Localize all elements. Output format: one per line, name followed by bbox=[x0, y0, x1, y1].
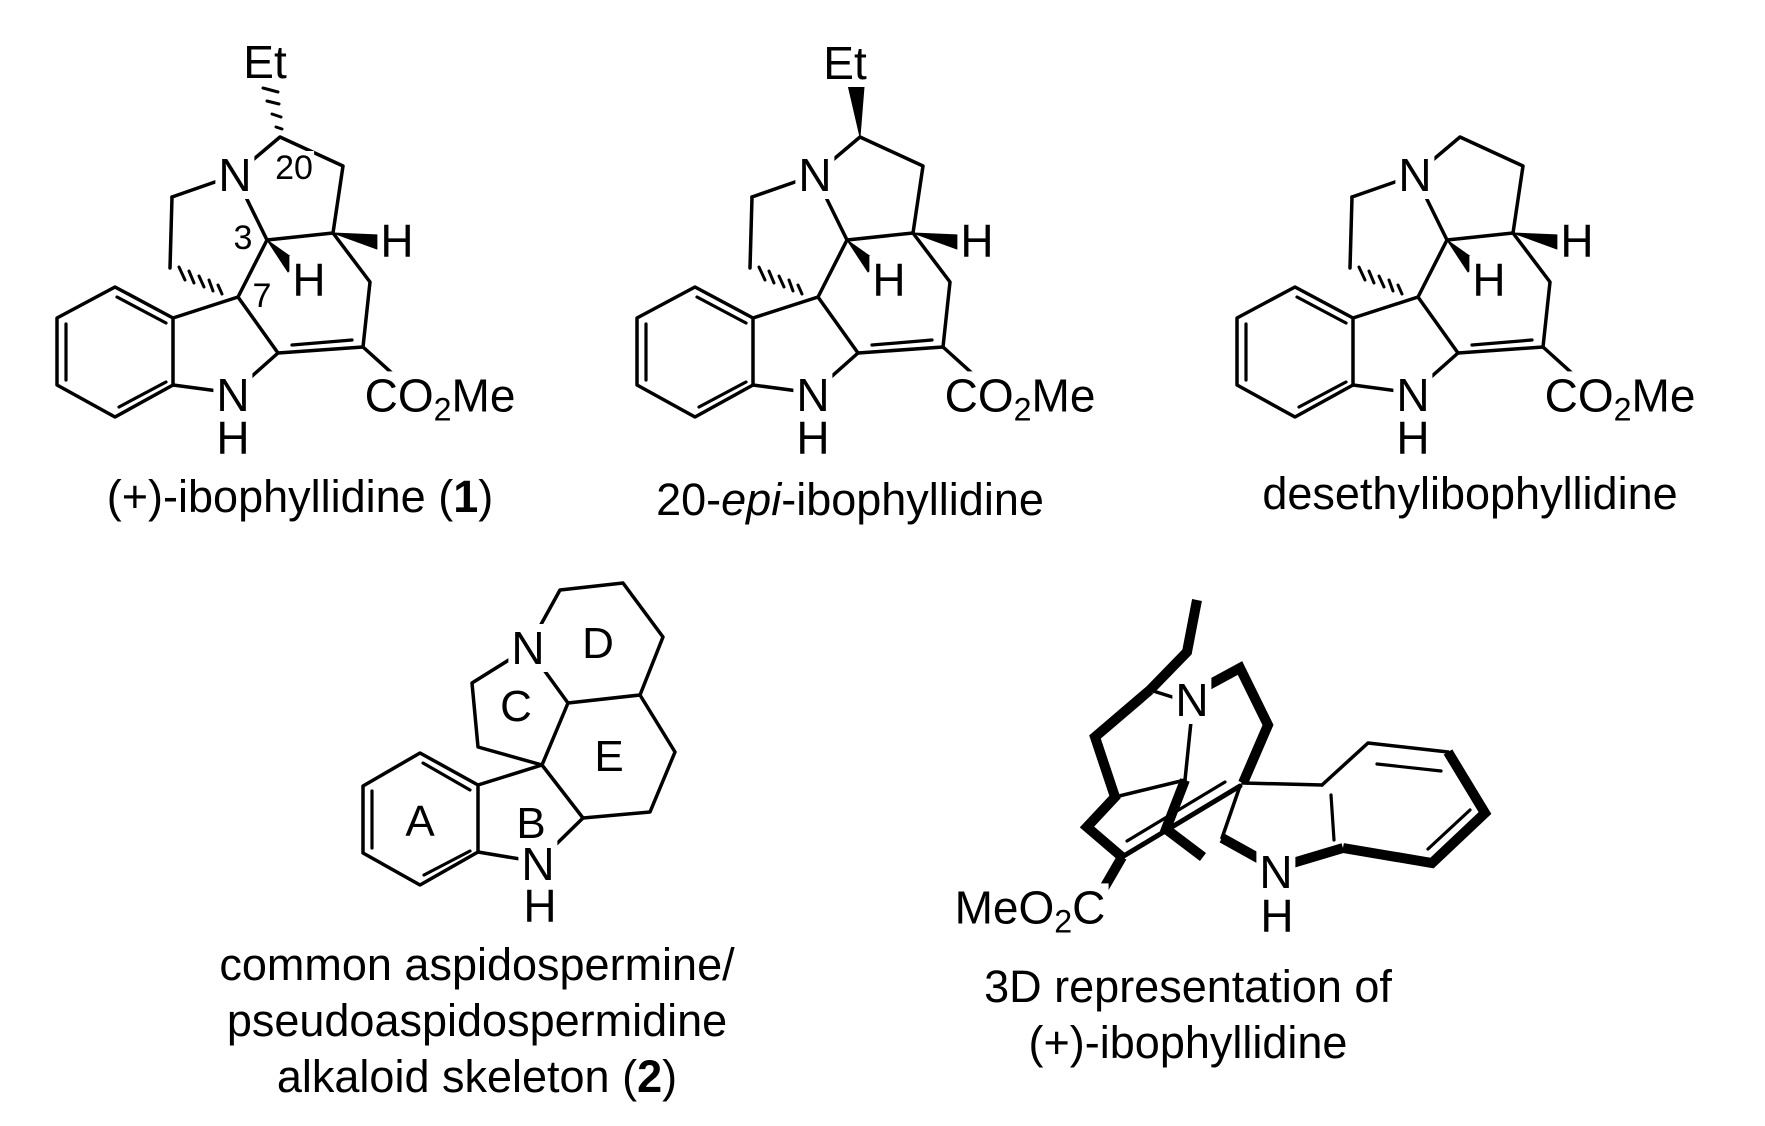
ibophyllidine-3d-structure bbox=[1079, 599, 1492, 891]
indole-nitrogen-label: N bbox=[1393, 371, 1433, 419]
caption-epi-ibophyllidine: 20-epi-ibophyllidine bbox=[656, 472, 1044, 528]
dashed-wedge-ethyl bbox=[261, 86, 284, 131]
ring-letter-d: D bbox=[580, 619, 616, 668]
ring-nitrogen-label: N bbox=[215, 151, 255, 199]
ring-letter-b: B bbox=[514, 799, 548, 848]
caption-ibophyllidine: (+)-ibophyllidine (1) bbox=[107, 469, 493, 525]
caption-line: pseudoaspidospermidine bbox=[226, 995, 728, 1046]
caption-3d-representation: 3D representation of (+)-ibophyllidine bbox=[984, 959, 1392, 1071]
nh-hydrogen-label: H bbox=[793, 414, 833, 462]
nh-hydrogen-label: H bbox=[213, 414, 253, 462]
caption-text: ) bbox=[478, 471, 494, 522]
caption-line: (+)-ibophyllidine bbox=[1028, 1017, 1348, 1068]
ibophyllidine-structure bbox=[55, 86, 406, 419]
ester-text: CO bbox=[1544, 369, 1614, 422]
caption-text: (+)-ibophyllidine ( bbox=[106, 471, 454, 522]
ester-subscript: 2 bbox=[433, 391, 452, 428]
indole-nitrogen-label: N bbox=[518, 840, 558, 888]
indole-nitrogen-label: N bbox=[793, 371, 833, 419]
nh-hydrogen-label: H bbox=[1257, 892, 1297, 940]
indole-nitrogen-label: N bbox=[213, 371, 253, 419]
ester-subscript: 2 bbox=[1054, 903, 1073, 940]
caption-line: common aspidospermine/ bbox=[219, 939, 735, 990]
caption-text: -ibophyllidine bbox=[781, 474, 1044, 525]
locant-c20: 20 bbox=[274, 149, 314, 187]
ester-text: CO bbox=[944, 369, 1014, 422]
locant-c3: 3 bbox=[232, 219, 254, 257]
bold-wedge-ethyl bbox=[847, 84, 865, 138]
stereo-h-label: H bbox=[377, 217, 417, 265]
ring-nitrogen-label: N bbox=[1395, 151, 1435, 199]
ester-text: C bbox=[1072, 881, 1106, 934]
ring-letter-c: C bbox=[498, 682, 534, 731]
ester-co2me-label: CO2Me bbox=[361, 369, 519, 428]
ester-text: Me bbox=[1031, 369, 1096, 422]
nh-hydrogen-label: H bbox=[520, 882, 560, 930]
stereo-h-label: H bbox=[1557, 217, 1597, 265]
caption-italic-text: epi bbox=[721, 474, 782, 525]
caption-line: 3D representation of bbox=[984, 961, 1392, 1012]
ethyl-label: Et bbox=[240, 38, 290, 86]
ester-co2me-label: CO2Me bbox=[941, 369, 1099, 428]
ethyl-label: Et bbox=[820, 39, 870, 87]
alkaloid-skeleton-structure bbox=[361, 581, 677, 887]
caption-text: alkaloid skeleton ( bbox=[276, 1051, 638, 1102]
ring-nitrogen-label: N bbox=[1172, 676, 1212, 724]
caption-desethylibophyllidine: desethylibophyllidine bbox=[1262, 468, 1678, 519]
nh-hydrogen-label: H bbox=[1393, 414, 1433, 462]
stereo-h-label: H bbox=[869, 256, 909, 304]
caption-alkaloid-skeleton: common aspidospermine/ pseudoaspidosperm… bbox=[219, 937, 734, 1105]
ester-subscript: 2 bbox=[1013, 391, 1032, 428]
caption-line: alkaloid skeleton (2) bbox=[219, 1049, 734, 1105]
ring-letter-e: E bbox=[592, 732, 626, 781]
ester-text: MeO bbox=[954, 881, 1055, 934]
stereo-h-label: H bbox=[1469, 256, 1509, 304]
compound-number: 1 bbox=[453, 471, 479, 522]
ester-text: CO bbox=[364, 369, 434, 422]
ring-letter-a: A bbox=[403, 797, 437, 846]
caption-text: ) bbox=[662, 1051, 678, 1102]
locant-c7: 7 bbox=[251, 277, 273, 315]
ester-text: Me bbox=[451, 369, 516, 422]
ring-nitrogen-label: N bbox=[795, 151, 835, 199]
ester-meo2c-label: MeO2C bbox=[951, 881, 1109, 940]
compound-number: 2 bbox=[637, 1051, 663, 1102]
stereo-h-label: H bbox=[957, 217, 997, 265]
stereo-h-label: H bbox=[289, 256, 329, 304]
epi-ibophyllidine-structure bbox=[635, 84, 986, 419]
ester-text: Me bbox=[1631, 369, 1696, 422]
caption-text: 20- bbox=[656, 474, 722, 525]
ring-nitrogen-label: N bbox=[508, 624, 548, 672]
ester-co2me-label: CO2Me bbox=[1541, 369, 1699, 428]
indole-nitrogen-label: N bbox=[1256, 848, 1296, 896]
ester-subscript: 2 bbox=[1613, 391, 1632, 428]
